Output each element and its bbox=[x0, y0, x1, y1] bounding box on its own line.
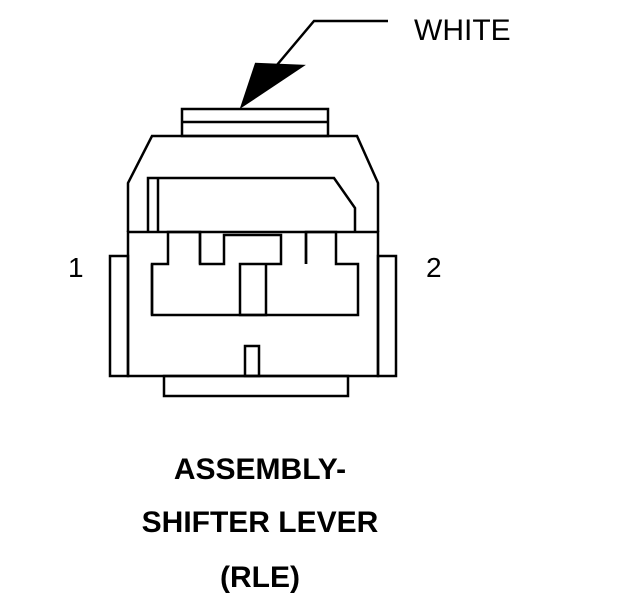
side-flange-left bbox=[108, 254, 130, 378]
connector-body bbox=[126, 230, 380, 378]
caption-line-2: SHIFTER LEVER bbox=[141, 506, 379, 539]
terminal-cavity bbox=[150, 230, 283, 317]
polarizing-key bbox=[243, 344, 261, 378]
caption-line-3: (RLE) bbox=[220, 561, 300, 594]
bottom-rail bbox=[162, 374, 350, 398]
latch-outer bbox=[126, 134, 380, 232]
caption-line-1: ASSEMBLY- bbox=[173, 453, 347, 486]
leader-arrowhead bbox=[239, 62, 306, 110]
wire-color-label: WHITE bbox=[414, 14, 511, 47]
latch-inner bbox=[146, 176, 357, 232]
leader-line bbox=[265, 19, 388, 79]
cavity-frame bbox=[150, 230, 360, 317]
side-flange-right bbox=[376, 254, 398, 378]
pin-label-2: 2 bbox=[426, 252, 442, 283]
pin-label-1: 1 bbox=[68, 252, 84, 283]
